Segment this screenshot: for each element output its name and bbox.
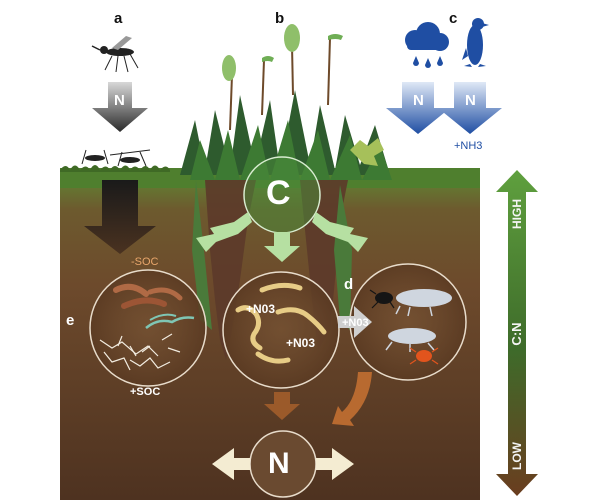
panel-label-c: c [449,10,458,27]
penguin-icon [462,18,489,67]
no3-transfer-annotation: +N03 [342,317,369,329]
nitrogen-input-arrow-a [92,82,148,132]
carbon-flow-arrow-right [312,212,368,252]
no3-annotation-2: +N03 [286,336,316,350]
cn-axis-low-label: LOW [510,442,524,470]
cn-axis-high-label: HIGH [510,199,524,229]
fungi-icon [113,283,195,329]
panel-label-d: d [344,276,354,293]
soil-input-arrow-a [84,180,156,254]
root-hairs-icon [99,333,181,371]
springtail-icon [385,289,452,352]
rain-cloud-icon [405,22,449,68]
mite-icon [409,347,439,365]
no3-annotation-1: +N03 [246,302,276,316]
nitrogen-label-penguin: N [465,92,476,109]
panel-label-b: b [275,10,285,27]
nitrogen-leach-arrow-down [264,392,300,420]
grass-tufts [60,165,170,172]
cn-axis-title: C:N [509,322,524,346]
soc-gain-annotation: +SOC [130,386,161,398]
nematode-icon [235,282,327,364]
nematode-circle [222,271,340,389]
cn-ratio-axis [496,170,538,496]
nitrogen-label-a: N [114,92,125,109]
nitrogen-export-arrow-left [212,448,250,480]
moss-cluster [180,24,392,360]
beetle-icon [369,289,395,309]
nh3-annotation: +NH3 [454,140,483,152]
nitrogen-penguin-arrow [438,82,502,134]
carbon-label: C [266,174,291,212]
mosquito-icon [91,36,139,73]
dead-mosquitoes-icon [81,149,151,167]
nitrogen-leach-arrow-curved [332,372,372,426]
nitrogen-export-arrow-right [316,448,354,480]
nitrogen-pool-label: N [268,447,290,480]
carbon-flow-arrow-left [196,212,252,252]
no3-transfer-arrow [338,306,372,338]
nitrogen-label-rain: N [413,92,424,109]
nitrogen-rain-arrow [386,82,450,134]
soc-loss-annotation: -SOC [131,256,159,268]
panel-label-a: a [114,10,123,27]
panel-label-e: e [66,312,75,329]
carbon-flow-arrow-down [264,232,300,262]
